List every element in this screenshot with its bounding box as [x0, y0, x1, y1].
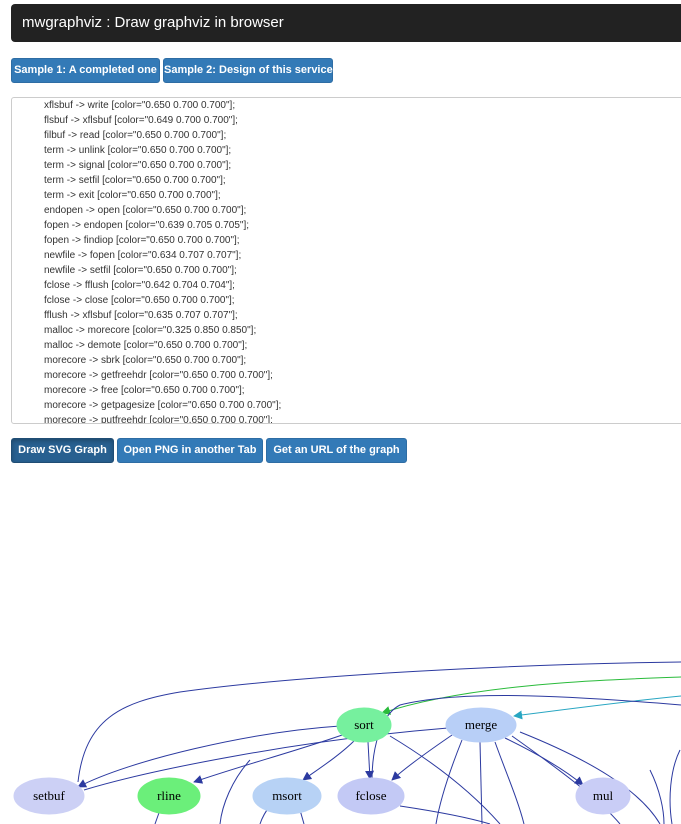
graph-node-label: msort	[272, 788, 302, 803]
code-line: fclose -> close [color="0.650 0.700 0.70…	[44, 295, 235, 306]
graph-node-mul: mul	[575, 777, 631, 815]
graph-edge	[435, 739, 463, 824]
graph-edge	[649, 769, 665, 824]
graph-node-label: mul	[593, 788, 614, 803]
code-lines: xflsbuf -> write [color="0.650 0.700 0.7…	[44, 98, 282, 424]
graph-edge	[193, 733, 346, 784]
graph-edge	[391, 732, 456, 781]
graph-edge	[504, 737, 584, 786]
graph-edge	[302, 739, 356, 781]
graph-edge	[219, 759, 251, 824]
graph-node-shape	[137, 777, 201, 815]
code-line: newfile -> fopen [color="0.634 0.707 0.7…	[44, 250, 242, 261]
graph-node-shape	[252, 777, 322, 815]
graph-node-shape	[575, 777, 631, 815]
graph-node-sort: sort	[336, 707, 392, 743]
graph-edge	[511, 735, 621, 824]
draw-svg-graph-button[interactable]: Draw SVG Graph	[11, 438, 114, 463]
graph-edge	[479, 741, 483, 824]
graph-node-label: fclose	[355, 788, 386, 803]
graph-node-label: rline	[157, 788, 181, 803]
code-line: xflsbuf -> write [color="0.650 0.700 0.7…	[44, 100, 236, 111]
graph-edge	[365, 741, 375, 780]
graph-node-rline: rline	[137, 777, 201, 815]
graph-svg: sort merge setbuf rline msort fclose mul	[13, 661, 681, 824]
code-line: fopen -> endopen [color="0.639 0.705 0.7…	[44, 220, 250, 231]
graph-edge	[77, 725, 341, 788]
code-line: morecore -> getfreehdr [color="0.650 0.7…	[44, 370, 273, 381]
graph-node-msort: msort	[252, 777, 322, 815]
code-line: term -> unlink [color="0.650 0.700 0.700…	[44, 145, 232, 156]
graph-node-setbuf: setbuf	[13, 777, 85, 815]
graph-node-label: merge	[465, 717, 497, 732]
dot-source-editor[interactable]: xflsbuf -> write [color="0.650 0.700 0.7…	[11, 97, 681, 424]
graph-node-shape	[445, 707, 517, 743]
graph-edge	[519, 731, 661, 824]
graph-edge	[77, 661, 681, 783]
app-header: mwgraphviz : Draw graphviz in browser	[11, 4, 681, 42]
graph-edge	[371, 695, 681, 781]
graph-node-merge: merge	[445, 707, 517, 743]
app-title: mwgraphviz : Draw graphviz in browser	[22, 14, 284, 31]
get-url-button[interactable]: Get an URL of the graph	[266, 438, 407, 463]
code-line: morecore -> putfreehdr [color="0.650 0.7…	[44, 415, 273, 424]
code-line: morecore -> free [color="0.650 0.700 0.7…	[44, 385, 245, 396]
graph-edge	[83, 727, 449, 791]
code-line: morecore -> getpagesize [color="0.650 0.…	[44, 400, 282, 411]
code-line: fclose -> fflush [color="0.642 0.704 0.7…	[44, 280, 235, 291]
code-line: flsbuf -> xflsbuf [color="0.649 0.700 0.…	[44, 115, 238, 126]
code-line: filbuf -> read [color="0.650 0.700 0.700…	[44, 130, 227, 141]
graph-output: sort merge setbuf rline msort fclose mul	[0, 470, 681, 824]
graph-node-label: sort	[354, 717, 374, 732]
code-line: malloc -> demote [color="0.650 0.700 0.7…	[44, 340, 248, 351]
open-png-button[interactable]: Open PNG in another Tab	[117, 438, 263, 463]
code-line: fflush -> xflsbuf [color="0.635 0.707 0.…	[44, 310, 238, 321]
code-line: endopen -> open [color="0.650 0.700 0.70…	[44, 205, 247, 216]
graph-edge	[494, 741, 525, 824]
sample-2-button[interactable]: Sample 2: Design of this service	[163, 58, 333, 83]
code-line: malloc -> morecore [color="0.325 0.850 0…	[44, 325, 257, 336]
graph-edge	[381, 676, 681, 715]
graph-edge	[513, 695, 681, 720]
sample-1-button[interactable]: Sample 1: A completed one	[11, 58, 160, 83]
graph-edge	[399, 805, 491, 824]
code-line: term -> signal [color="0.650 0.700 0.700…	[44, 160, 232, 171]
code-line: term -> setfil [color="0.650 0.700 0.700…	[44, 175, 226, 186]
code-line: morecore -> sbrk [color="0.650 0.700 0.7…	[44, 355, 247, 366]
graph-node-label: setbuf	[33, 788, 65, 803]
graph-node-shape	[336, 707, 392, 743]
graph-node-fclose: fclose	[337, 777, 405, 815]
code-line: fopen -> findiop [color="0.650 0.700 0.7…	[44, 235, 240, 246]
graph-node-shape	[13, 777, 85, 815]
code-line: term -> exit [color="0.650 0.700 0.700"]…	[44, 190, 221, 201]
graph-edge	[389, 735, 501, 824]
graph-node-shape	[337, 777, 405, 815]
code-line: newfile -> setfil [color="0.650 0.700 0.…	[44, 265, 237, 276]
graph-edge	[669, 749, 681, 824]
